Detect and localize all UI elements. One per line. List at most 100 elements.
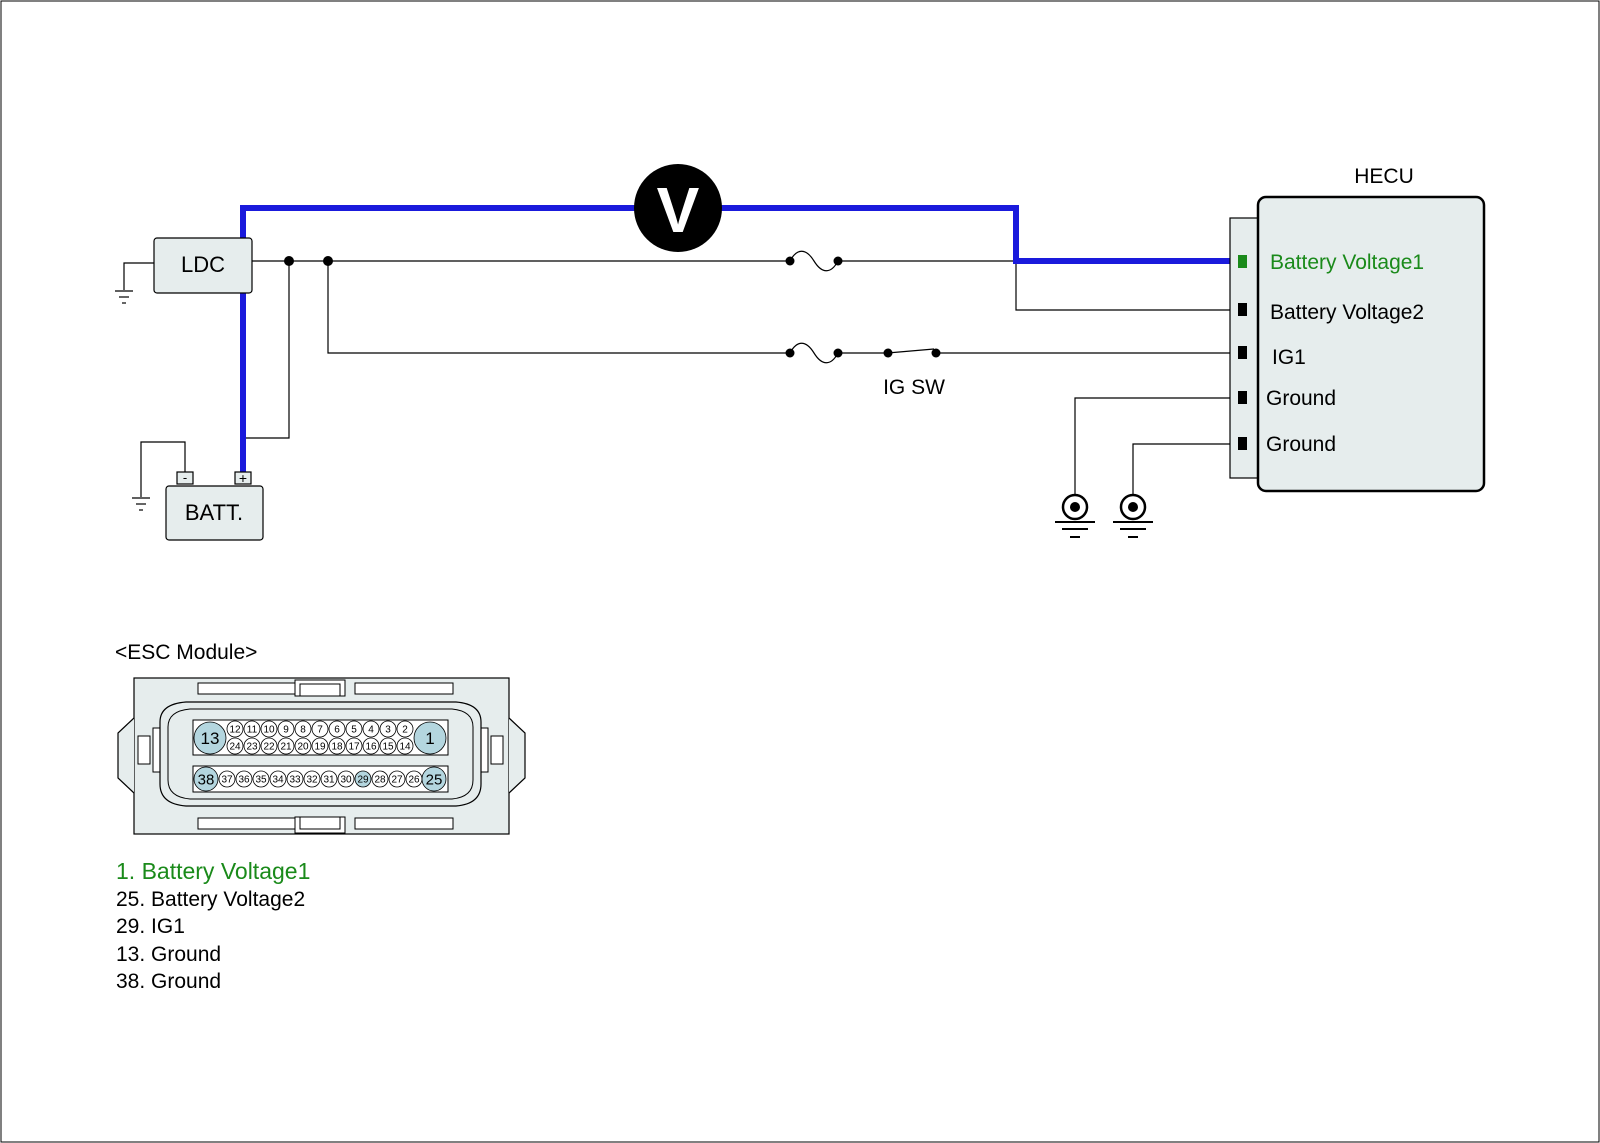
pin-number: 33	[289, 775, 301, 786]
connector-pin: 19	[311, 737, 329, 755]
ground-icon	[132, 497, 150, 511]
connector-pin: 30	[337, 770, 355, 788]
battery-plus-label: +	[239, 470, 247, 486]
connector-pin: 27	[388, 770, 406, 788]
pin-number: 35	[255, 775, 267, 786]
terminal-pin	[1238, 346, 1247, 359]
wire-ldc-battery	[245, 261, 290, 439]
pin-number: 24	[229, 742, 241, 753]
voltmeter-icon	[634, 164, 722, 252]
connector-pin: 36	[235, 770, 253, 788]
pin-function-list: 1. Battery Voltage1 25. Battery Voltage2…	[116, 858, 310, 996]
connector-pin: 9	[277, 720, 295, 738]
connector-pin: 4	[362, 720, 380, 738]
connector-pin: 37	[218, 770, 236, 788]
ldc-label: LDC	[181, 252, 225, 277]
pin-list-item: 29. IG1	[116, 915, 185, 938]
pin-number: 5	[351, 725, 357, 736]
pin-number: 7	[317, 725, 323, 736]
hecu-body	[1256, 195, 1486, 493]
pin-number: 27	[391, 775, 403, 786]
pin-number: 4	[368, 725, 374, 736]
pin-number: 11	[247, 725, 258, 736]
connector-pin: 26	[405, 770, 423, 788]
pin-number: 29	[357, 775, 369, 786]
pin-number: 6	[334, 725, 340, 736]
connector-pin: 33	[286, 770, 304, 788]
pin-number: 38	[198, 771, 215, 788]
pin-number: 20	[297, 742, 309, 753]
pin-number: 10	[263, 725, 275, 736]
connector-pin: 13	[193, 721, 227, 755]
voltmeter: V	[634, 164, 722, 252]
connector-pin: 5	[345, 720, 363, 738]
ground-icon	[115, 290, 133, 304]
connector-pin: 18	[328, 737, 346, 755]
connector-pin: 15	[379, 737, 397, 755]
connector-pin: 22	[260, 737, 278, 755]
terminal-pin	[1238, 391, 1247, 404]
voltmeter-label: V	[657, 174, 700, 246]
pin-number: 37	[221, 775, 233, 786]
terminal-pin	[1238, 303, 1247, 316]
connector-pin: 1	[413, 721, 447, 755]
terminal-label: IG1	[1272, 346, 1306, 369]
battery-label: BATT.	[185, 500, 243, 525]
pin-number: 28	[374, 775, 386, 786]
terminal-pin	[1238, 437, 1247, 450]
connector-pin: 12	[226, 720, 244, 738]
terminal-label: Ground	[1266, 387, 1336, 410]
pin-number: 15	[382, 742, 394, 753]
connector-pin: 6	[328, 720, 346, 738]
connector-pin: 17	[345, 737, 363, 755]
pin-number: 2	[402, 725, 408, 736]
connector-pin: 7	[311, 720, 329, 738]
pin-number: 21	[280, 742, 292, 753]
pin-list-item: 13. Ground	[116, 942, 222, 966]
connector-pin: 32	[303, 770, 321, 788]
connector-latch-left	[117, 717, 135, 794]
wire-ground2	[1132, 443, 1230, 501]
pin-number: 32	[306, 775, 318, 786]
pin-number: 17	[348, 742, 360, 753]
pin-block-lower	[192, 765, 449, 793]
junction-dots	[284, 256, 941, 358]
wire-ldc-ground	[123, 262, 154, 290]
wire-ground1	[1074, 397, 1230, 501]
pin-number: 16	[365, 742, 377, 753]
wire-battery-voltage2	[1015, 261, 1230, 311]
ig-switch-label: IG SW	[883, 376, 945, 399]
pin-number: 18	[331, 742, 343, 753]
fuse-icon	[789, 250, 839, 272]
wire-to-fuse2	[327, 261, 790, 354]
battery-plus-terminal	[234, 471, 252, 485]
connector-pin: 11	[243, 720, 261, 738]
pin-number: 22	[263, 742, 275, 753]
connector-pin: 28	[371, 770, 389, 788]
pin-number: 12	[229, 725, 241, 736]
ground-point-icon	[1055, 493, 1095, 538]
hecu-module: HECU Battery Voltage1 Battery Voltage2 I…	[1229, 165, 1486, 493]
battery-component: - + BATT.	[165, 470, 264, 541]
pin-number: 34	[272, 775, 284, 786]
pin-list-item: 1. Battery Voltage1	[116, 858, 311, 884]
connector-pin: 20	[294, 737, 312, 755]
battery-minus-terminal	[176, 471, 194, 485]
connector-title: <ESC Module>	[115, 641, 257, 664]
pin-number: 23	[246, 742, 258, 753]
pin-list-item: 38. Ground	[116, 970, 222, 993]
pin-number: 31	[323, 775, 335, 786]
connector-pin: 38	[193, 766, 219, 792]
battery-minus-label: -	[183, 470, 187, 485]
connector-pin: 3	[379, 720, 397, 738]
connector-pin: 29	[354, 770, 372, 788]
connector-pin: 31	[320, 770, 338, 788]
pin-number: 13	[201, 729, 220, 748]
connector-latch-right	[508, 717, 526, 794]
terminal-label: Ground	[1266, 433, 1336, 456]
measurement-wire	[240, 205, 1242, 478]
ground-point-icon	[1113, 493, 1153, 538]
